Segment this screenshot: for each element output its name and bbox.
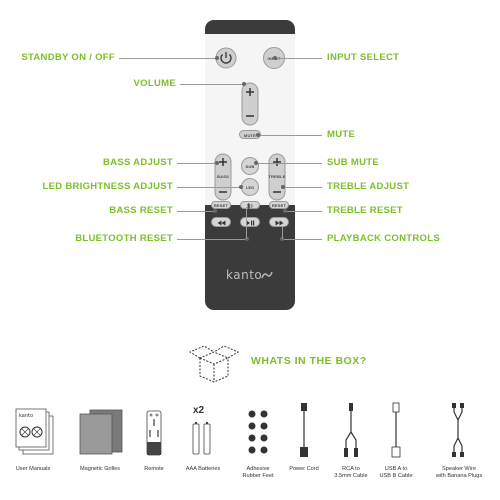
item-label-batteries: AAA Batteries bbox=[185, 466, 221, 472]
mute-button[interactable]: MUTE bbox=[239, 130, 261, 139]
remote-item-icon bbox=[146, 410, 162, 456]
bass-label: BASS bbox=[217, 174, 229, 179]
remote-control: INPUT MUTE BASS SUB LED bbox=[205, 20, 295, 310]
callout-dot-playback bbox=[280, 237, 284, 241]
callout-line-input bbox=[275, 58, 322, 59]
next-icon bbox=[275, 220, 284, 225]
bass-reset-label: RESET bbox=[213, 203, 229, 208]
treble-reset-button[interactable]: RESET bbox=[269, 201, 289, 209]
label-treble-reset: TREBLE RESET bbox=[327, 205, 403, 216]
callout-dot-bass-adjust bbox=[215, 161, 219, 165]
kanto-logo-mark bbox=[261, 271, 273, 279]
label-playback: PLAYBACK CONTROLS bbox=[327, 233, 440, 244]
label-input-select: INPUT SELECT bbox=[327, 52, 400, 63]
item-label-user-manuals: User Manuals bbox=[15, 466, 51, 472]
label-treble-adjust: TREBLE ADJUST bbox=[327, 181, 410, 192]
callout-line-sub-mute bbox=[256, 163, 322, 164]
label-mute: MUTE bbox=[327, 129, 356, 140]
volume-rocker[interactable] bbox=[241, 82, 259, 126]
usb-cable-icon bbox=[391, 402, 401, 458]
label-standby: STANDBY ON / OFF bbox=[21, 52, 115, 63]
rubber-feet-icon bbox=[248, 410, 268, 454]
grilles-icon bbox=[79, 409, 123, 455]
callout-line-treble bbox=[283, 187, 322, 188]
callout-line-bluetooth bbox=[177, 239, 247, 240]
mute-button-label: MUTE bbox=[243, 132, 257, 138]
callout-line-bass-reset bbox=[177, 211, 215, 212]
callout-dot-volume bbox=[242, 82, 246, 86]
label-volume: VOLUME bbox=[133, 78, 176, 89]
treble-label: TREBLE bbox=[268, 174, 286, 179]
kanto-logo: kanto bbox=[226, 268, 263, 282]
item-label-magnetic-grilles: Magnetic Grilles bbox=[79, 466, 121, 472]
callout-dot-bass-reset bbox=[213, 209, 217, 213]
bluetooth-icon bbox=[246, 202, 253, 209]
callout-dot-bluetooth bbox=[245, 237, 249, 241]
item-label-speaker-wire-line1: Speaker Wire bbox=[442, 466, 476, 472]
item-label-usb-line1: USB A to bbox=[384, 466, 408, 472]
item-label-power-cord: Power Cord bbox=[289, 466, 319, 472]
item-label-remote: Remote bbox=[144, 466, 164, 472]
callout-line-mute bbox=[258, 135, 322, 136]
previous-button[interactable] bbox=[211, 217, 231, 227]
callout-line-led bbox=[177, 187, 241, 188]
next-button[interactable] bbox=[269, 217, 289, 227]
item-label-rca-line2: 3.5mm Cable bbox=[334, 473, 368, 479]
callout-dot-standby bbox=[215, 56, 219, 60]
bass-rocker[interactable] bbox=[214, 153, 232, 201]
callout-line-treble-reset bbox=[285, 211, 322, 212]
callout-dot-treble-reset bbox=[283, 209, 287, 213]
label-led-brightness: LED BRIGHTNESS ADJUST bbox=[42, 181, 173, 192]
label-bass-reset: BASS RESET bbox=[109, 205, 173, 216]
label-sub-mute: SUB MUTE bbox=[327, 157, 380, 168]
callout-line-volume bbox=[180, 84, 244, 85]
sub-mute-button[interactable]: SUB bbox=[241, 157, 259, 175]
bass-reset-button[interactable]: RESET bbox=[211, 201, 231, 209]
callout-line-playback bbox=[282, 239, 322, 240]
batteries-count: x2 bbox=[193, 405, 205, 416]
power-cord-icon bbox=[300, 403, 308, 457]
play-pause-button[interactable] bbox=[240, 217, 260, 227]
label-bluetooth-reset: BLUETOOTH RESET bbox=[75, 233, 173, 244]
label-bass-adjust: BASS ADJUST bbox=[103, 157, 173, 168]
svg-text:kanto: kanto bbox=[19, 413, 33, 419]
speaker-wire-icon bbox=[452, 403, 464, 457]
callout-line-standby bbox=[119, 58, 217, 59]
callout-dot-sub-mute bbox=[254, 161, 258, 165]
bluetooth-reset-button[interactable] bbox=[240, 201, 260, 209]
batteries-icon bbox=[192, 422, 211, 455]
item-label-rubber-feet-line1: Adhesive bbox=[246, 466, 270, 472]
whats-in-box-title: WHATS IN THE BOX? bbox=[251, 355, 367, 367]
item-label-speaker-wire-line2: with Banana Plugs bbox=[435, 473, 483, 479]
callout-dot-treble bbox=[281, 185, 285, 189]
led-button-label: LED bbox=[245, 185, 255, 190]
led-button[interactable]: LED bbox=[241, 178, 259, 196]
callout-dot-input bbox=[273, 56, 277, 60]
treble-reset-label: RESET bbox=[271, 203, 287, 208]
callout-line-bluetooth-up bbox=[246, 207, 247, 239]
sub-button-label: SUB bbox=[245, 164, 255, 169]
rca-cable-icon bbox=[344, 403, 358, 457]
item-label-rca-line1: RCA to bbox=[342, 466, 360, 472]
manuals-icon: kanto bbox=[15, 408, 54, 455]
open-box-icon bbox=[188, 345, 240, 383]
callout-line-playback-up bbox=[282, 227, 283, 239]
callout-dot-led bbox=[239, 185, 243, 189]
play-pause-icon bbox=[246, 220, 255, 225]
callout-line-bass-adjust bbox=[177, 163, 217, 164]
item-label-usb-line2: USB B Cable bbox=[379, 473, 413, 479]
item-label-rubber-feet-line2: Rubber Feet bbox=[242, 473, 274, 479]
callout-dot-mute bbox=[256, 133, 260, 137]
previous-icon bbox=[217, 220, 226, 225]
